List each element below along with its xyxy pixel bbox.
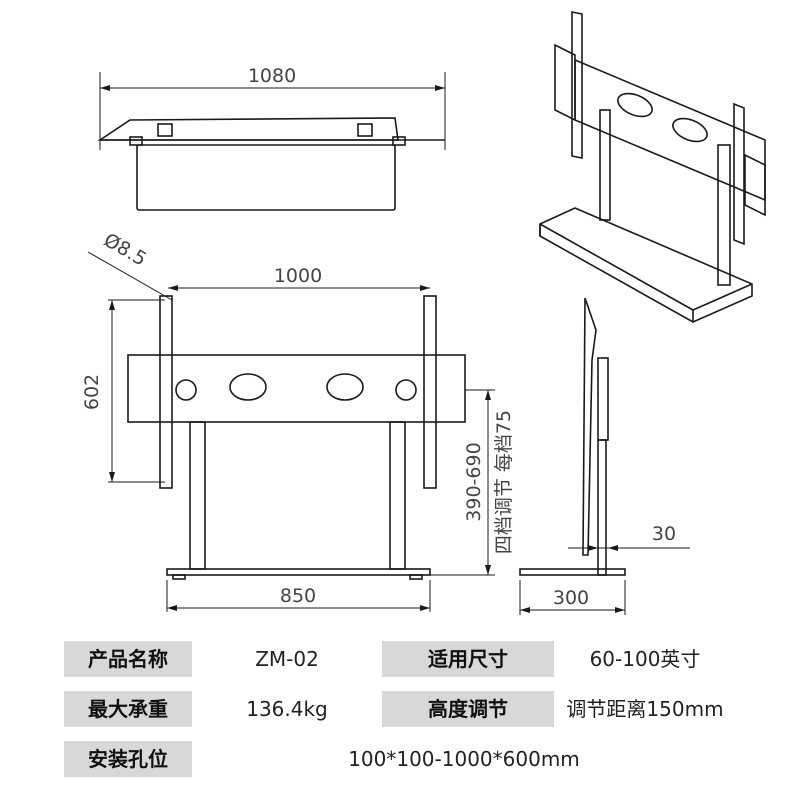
spec-label-mount-holes: 安装孔位 xyxy=(64,741,192,777)
front-view xyxy=(87,251,495,612)
spec-row-1: 产品名称 ZM-02 适用尺寸 60-100英寸 xyxy=(64,641,736,677)
spec-label-fit-size: 适用尺寸 xyxy=(382,641,554,677)
spec-value-mount-holes: 100*100-1000*600mm xyxy=(192,741,736,777)
side-view xyxy=(519,297,690,615)
dim-side-depth: 300 xyxy=(553,587,589,609)
spec-row-3: 安装孔位 100*100-1000*600mm xyxy=(64,741,736,777)
dim-hole-diameter: Ø8.5 xyxy=(100,229,150,271)
perspective-view xyxy=(539,11,766,323)
dim-adjust-note: 四档调节 每档75 xyxy=(493,410,515,554)
dim-height-adjust: 390-690 xyxy=(463,442,485,521)
top-view xyxy=(97,72,446,211)
spec-label-height-adjust: 高度调节 xyxy=(382,691,554,727)
dim-bracket-width: 1000 xyxy=(274,265,322,287)
dim-side-gap: 30 xyxy=(652,523,676,545)
spec-label-max-load: 最大承重 xyxy=(64,691,192,727)
spec-value-fit-size: 60-100英寸 xyxy=(554,641,736,677)
tv-stand-technical-drawing: 1080 Ø8.5 1000 602 850 390-690 四档调节 每档75… xyxy=(81,11,766,615)
spec-value-product-name: ZM-02 xyxy=(192,641,382,677)
spec-label-product-name: 产品名称 xyxy=(64,641,192,677)
dim-bracket-height: 602 xyxy=(81,374,103,410)
spec-value-max-load: 136.4kg xyxy=(192,691,382,727)
dim-base-width: 850 xyxy=(280,585,316,607)
dim-top-width: 1080 xyxy=(248,65,296,87)
spec-value-height-adjust: 调节距离150mm xyxy=(554,691,736,727)
spec-row-2: 最大承重 136.4kg 高度调节 调节距离150mm xyxy=(64,691,736,727)
